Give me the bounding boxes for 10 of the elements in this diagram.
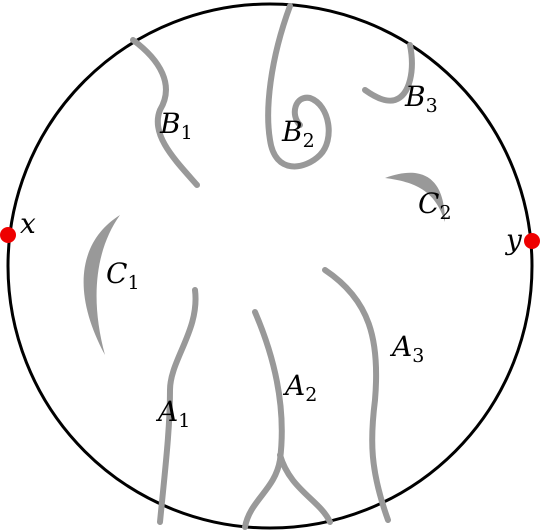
curve-label: A$_{1}$: [158, 398, 190, 431]
curve-label: B$_{1}$: [160, 110, 193, 143]
point-label: x: [20, 210, 36, 238]
curve-label: B$_{3}$: [405, 83, 438, 116]
curve-label: A$_{3}$: [392, 333, 424, 366]
curve-label: C$_{2}$: [418, 190, 452, 223]
curve-label: B$_{2}$: [282, 118, 315, 151]
curve-label: A$_{2}$: [285, 372, 318, 405]
point-label: y: [506, 226, 522, 254]
curve-label: C$_{1}$: [106, 260, 140, 293]
